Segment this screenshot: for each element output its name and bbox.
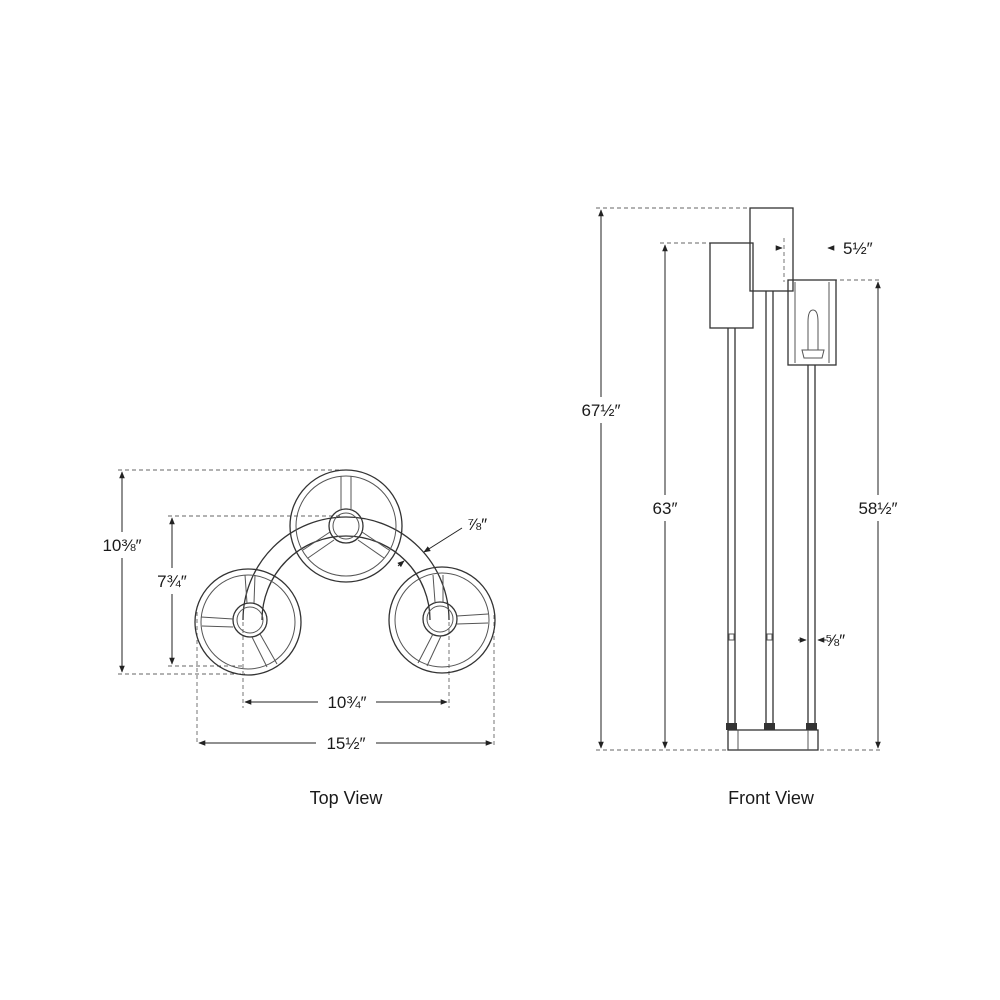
top-view: 10⅜″ 7¾″ ⅞″ 10¾″ 15½″ Top View bbox=[94, 469, 496, 808]
label-backer bbox=[318, 690, 376, 714]
front-view-caption: Front View bbox=[728, 788, 815, 808]
top-view-dimension-lines bbox=[119, 471, 493, 746]
label-backer bbox=[571, 397, 631, 423]
arch-arm bbox=[242, 516, 450, 621]
label-backer bbox=[94, 532, 150, 558]
dim-inner-depth: 7¾″ bbox=[157, 572, 187, 591]
dim-stem-diameter: ⅝″ bbox=[825, 631, 845, 650]
stems bbox=[726, 291, 817, 730]
top-view-caption: Top View bbox=[310, 788, 384, 808]
dim-shade-offset: 5½″ bbox=[843, 239, 873, 258]
shade-left-front bbox=[709, 242, 754, 329]
label-backer bbox=[148, 568, 196, 594]
shade-tall-front bbox=[749, 207, 794, 292]
label-backer bbox=[316, 731, 376, 755]
base bbox=[727, 729, 819, 751]
front-view: 67½″ 63″ 58½″ 5½″ ⅝″ Front View bbox=[571, 207, 906, 808]
label-backer bbox=[850, 495, 906, 521]
bulb-icon bbox=[807, 309, 819, 351]
label-backer bbox=[644, 495, 686, 521]
top-view-extension-lines bbox=[118, 469, 495, 745]
dim-overall-depth: 10⅜″ bbox=[102, 536, 141, 555]
dim-right-height: 58½″ bbox=[858, 499, 897, 518]
dim-left-height: 63″ bbox=[653, 499, 678, 518]
shade-right bbox=[388, 566, 496, 674]
shade-top bbox=[289, 469, 403, 583]
shade-right-front bbox=[787, 279, 837, 366]
dim-overall-height: 67½″ bbox=[581, 401, 620, 420]
shade-left bbox=[194, 568, 302, 676]
dim-overall-width: 15½″ bbox=[326, 734, 365, 753]
dim-arm-thickness: ⅞″ bbox=[467, 515, 487, 534]
front-view-extension-lines bbox=[596, 207, 882, 751]
dim-center-width: 10¾″ bbox=[327, 693, 366, 712]
